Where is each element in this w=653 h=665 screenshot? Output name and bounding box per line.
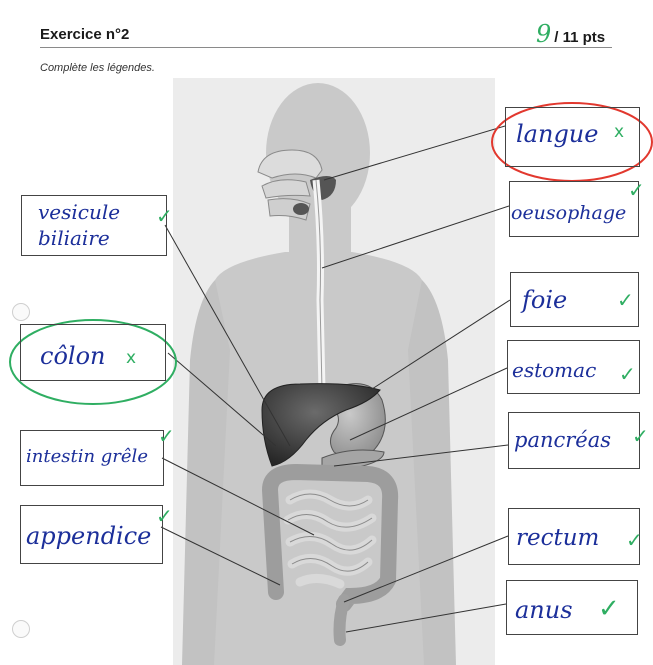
- instruction: Complète les légendes.: [40, 62, 155, 74]
- check-mark-foie: ✓: [617, 290, 634, 310]
- header-rule: [40, 47, 612, 48]
- label-intestin: intestin grêle: [26, 448, 148, 466]
- label-rectum: rectum: [516, 527, 599, 550]
- cross-mark-colon: x: [126, 350, 136, 367]
- check-mark-pancreas: ✓: [632, 426, 649, 446]
- label-vesicule-line2: biliaire: [38, 228, 110, 248]
- label-pancreas: pancréas: [514, 430, 611, 451]
- check-mark-appendice: ✓: [156, 506, 173, 526]
- label-oesophage: oeusophage: [511, 204, 626, 223]
- binder-hole-top: [12, 303, 30, 321]
- label-appendice: appendice: [26, 524, 151, 548]
- binder-hole-bottom: [12, 620, 30, 638]
- label-colon: côlon: [40, 344, 105, 368]
- rectum-shape: [340, 600, 345, 640]
- check-mark-rectum: ✓: [626, 530, 643, 550]
- check-mark-estomac: ✓: [619, 364, 636, 384]
- label-langue: langue: [516, 122, 598, 146]
- score-awarded: 9: [536, 20, 551, 48]
- label-anus: anus: [515, 598, 573, 622]
- exercise-title: Exercice n°2: [40, 26, 129, 43]
- label-estomac: estomac: [512, 360, 596, 380]
- check-mark-intestin: ✓: [158, 426, 175, 446]
- check-mark-anus: ✓: [598, 596, 620, 622]
- label-foie: foie: [522, 288, 567, 312]
- score: 9/ 11 pts: [536, 20, 605, 48]
- label-vesicule-line1: vesicule: [38, 202, 120, 222]
- check-mark-vesicule: ✓: [156, 206, 173, 226]
- check-mark-oesophage: ✓: [628, 180, 645, 200]
- cross-mark-langue: x: [614, 124, 624, 141]
- score-total: / 11 pts: [554, 29, 605, 46]
